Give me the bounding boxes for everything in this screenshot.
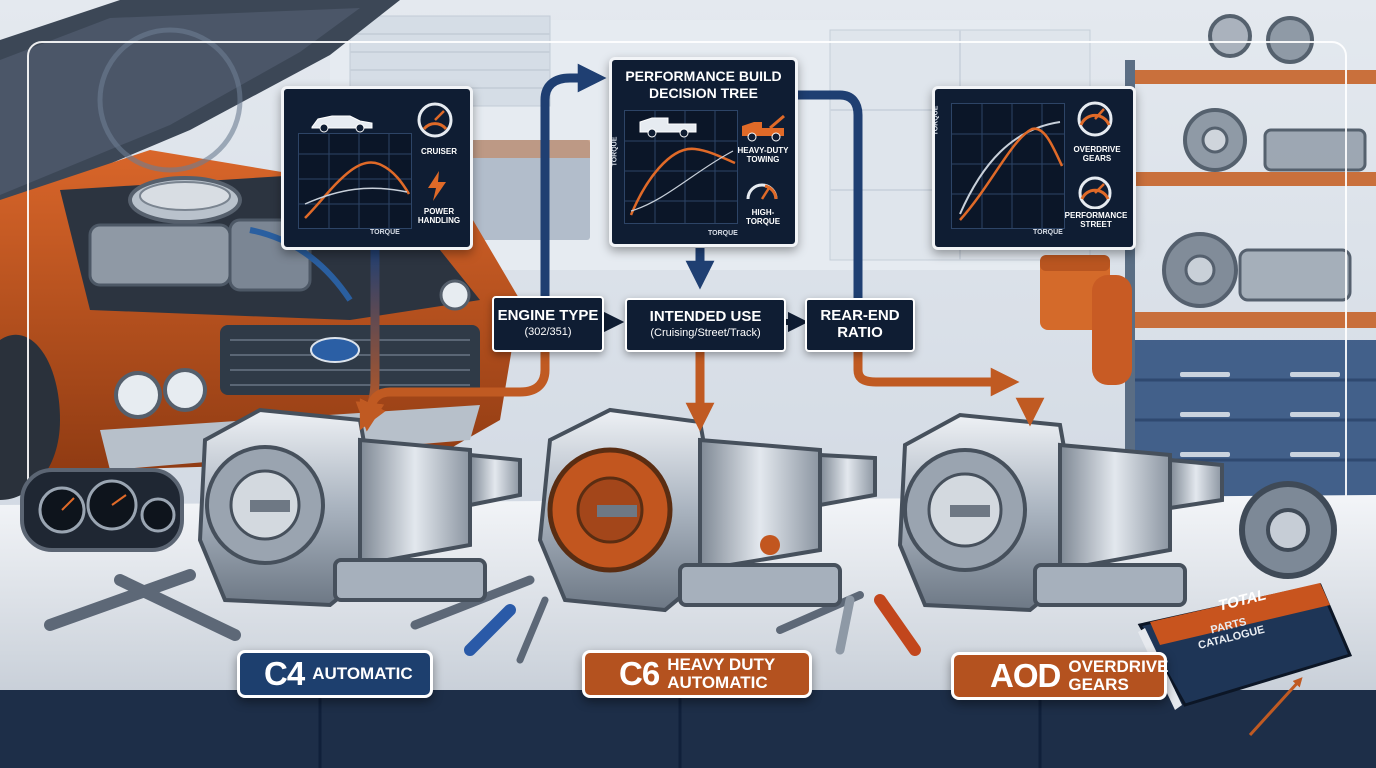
power-handling-label: POWER HANDLING [404,207,470,226]
y-axis-label: TORQUE [932,105,940,136]
truck-icon [639,117,697,138]
c6-transmission [537,407,877,613]
label-aod: AOD OVERDRIVE GEARS [951,652,1168,700]
arrow-ratio-to-aod [853,350,1020,397]
gauge-icon [1078,176,1112,209]
step-intended-use: INTENDED USE (Cruising/Street/Track) [625,298,786,352]
step-engine-type: ENGINE TYPE (302/351) [492,296,604,352]
arrow-catalogue-accent [1248,677,1303,737]
high-torque-label: HIGH- TORQUE [728,208,795,227]
label-c4-desc-line1: AUTOMATIC [312,664,413,684]
label-c4-desc: AUTOMATIC [312,665,412,683]
step-intended-use-sub: (Cruising/Street/Track) [650,327,761,340]
step-rear-end-ratio-line2: RATIO [837,324,883,342]
tow-truck-icon [742,114,785,142]
gauge-cluster [20,468,184,552]
label-aod-desc-line2: GEARS [1068,675,1129,694]
label-c6-desc: HEAVY DUTY AUTOMATIC [667,656,775,692]
torque-chart [298,133,412,229]
parts-shelf [1125,14,1376,500]
panel-c4-profile: CRUISER POWER HANDLING TORQUE [281,86,473,250]
heavy-duty-towing-label-line1: HEAVY-DUTY [737,146,789,155]
arrow-engine-up-to-panel [540,63,607,300]
gauge-icon [746,183,778,200]
overdrive-gears-label-line1: OVERDRIVE [1073,145,1121,154]
cruiser-label: CRUISER [420,147,457,156]
flow-arrows [355,63,1303,737]
arrow-panel-to-ratio [790,90,863,300]
label-aod-desc-line1: OVERDRIVE [1068,657,1169,677]
label-c6: C6 HEAVY DUTY AUTOMATIC [582,650,812,698]
label-c4-code: C4 [264,655,305,692]
label-c6-code: C6 [619,655,660,692]
performance-street-label-line2: STREET [1080,220,1112,230]
performance-street-label-line1: PERFORMANCE [1064,211,1128,220]
step-engine-type-sub: (302/351) [524,326,572,339]
y-axis-label: TORQUE [611,136,619,167]
label-c6-desc-line2: AUTOMATIC [667,673,768,692]
aod-transmission [897,412,1224,613]
decision-tree-title: PERFORMANCE BUILD DECISION TREE [612,68,795,102]
heavy-duty-towing-label: HEAVY-DUTY TOWING [728,146,795,165]
label-c6-desc-line1: HEAVY DUTY [667,655,776,675]
high-torque-label-line1: HIGH- [751,208,775,217]
torque-curve-chart [299,134,411,228]
decision-tree-title-line1: PERFORMANCE BUILD [625,68,782,84]
panel-decision-tree: PERFORMANCE BUILD DECISION TREE HEAVY-DU… [609,57,798,247]
car-icon [311,115,373,133]
torque-curve [629,147,736,216]
high-torque-label-line2: TORQUE [745,217,781,227]
performance-street-label: PERFORMANCE STREET [1057,211,1133,230]
overdrive-gears-label: OVERDRIVE GEARS [1059,145,1133,164]
gauge-icon [1077,101,1113,137]
torque-chart [951,103,1065,229]
power-curve [304,187,408,205]
c4-transmission [197,407,522,608]
power-handling-label-line2: HANDLING [417,216,461,226]
label-aod-code: AOD [990,657,1061,694]
step-intended-use-title: INTENDED USE [649,308,762,325]
step-engine-type-title: ENGINE TYPE [497,307,599,324]
power-handling-label-line1: POWER [423,207,455,216]
label-c4: C4 AUTOMATIC [237,650,433,698]
x-axis-label: TORQUE [1033,229,1063,236]
gauge-icon [417,102,453,138]
heavy-duty-towing-label-line2: TOWING [746,155,780,165]
x-axis-label: TORQUE [708,230,738,237]
label-aod-desc: OVERDRIVE GEARS [1068,658,1168,694]
step-rear-end-ratio-line1: REAR-END [820,307,900,324]
panel-aod-profile: OVERDRIVE GEARS PERFORMANCE STREET TORQU… [932,86,1136,250]
arrow-engine-to-c4 [355,320,550,432]
lightning-icon [428,171,446,201]
x-axis-label: TORQUE [370,229,400,236]
step-rear-end-ratio: REAR-END RATIO [805,298,915,352]
decision-tree-title-line2: DECISION TREE [649,84,758,101]
power-curve [959,121,1061,215]
power-curve [630,150,734,212]
overdrive-gears-label-line2: GEARS [1082,154,1112,164]
torque-curve [959,127,1064,221]
torque-curve-chart [952,104,1064,228]
